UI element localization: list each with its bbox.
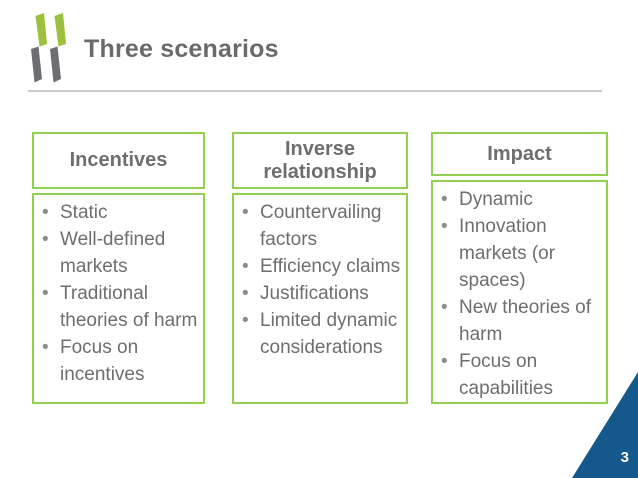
column-body: Dynamic Innovation markets (or spaces) N…: [431, 180, 608, 404]
column-header: Impact: [431, 132, 608, 176]
bullet-item: Dynamic: [433, 186, 604, 213]
column-body: Static Well-defined markets Traditional …: [32, 193, 205, 404]
bullet-item: Well-defined markets: [34, 226, 201, 280]
scenario-column-inverse-relationship: Inverse relationship Countervailing fact…: [232, 132, 408, 404]
column-body: Countervailing factors Efficiency claims…: [232, 193, 408, 404]
bullet-list: Countervailing factors Efficiency claims…: [234, 199, 404, 361]
bullet-item: Focus on capabilities: [433, 348, 604, 402]
oecd-chevrons-icon: [31, 13, 66, 83]
bullet-item: Static: [34, 199, 201, 226]
bullet-item: Justifications: [234, 280, 404, 307]
bullet-item: Countervailing factors: [234, 199, 404, 253]
bullet-item: New theories of harm: [433, 294, 604, 348]
bullet-item: Focus on incentives: [34, 334, 201, 388]
scenario-column-impact: Impact Dynamic Innovation markets (or sp…: [431, 132, 608, 404]
bullet-item: Traditional theories of harm: [34, 280, 201, 334]
page-number: 3: [620, 449, 629, 466]
bullet-item: Limited dynamic considerations: [234, 307, 404, 361]
slide-title: Three scenarios: [84, 35, 279, 63]
column-header: Incentives: [32, 132, 205, 189]
scenario-column-incentives: Incentives Static Well-defined markets T…: [32, 132, 205, 404]
bullet-item: Innovation markets (or spaces): [433, 213, 604, 294]
bullet-item: Efficiency claims: [234, 253, 404, 280]
bullet-list: Dynamic Innovation markets (or spaces) N…: [433, 186, 604, 402]
bullet-list: Static Well-defined markets Traditional …: [34, 199, 201, 388]
title-underline: [28, 90, 602, 92]
column-header: Inverse relationship: [232, 132, 408, 189]
corner-triangle: [572, 372, 638, 478]
